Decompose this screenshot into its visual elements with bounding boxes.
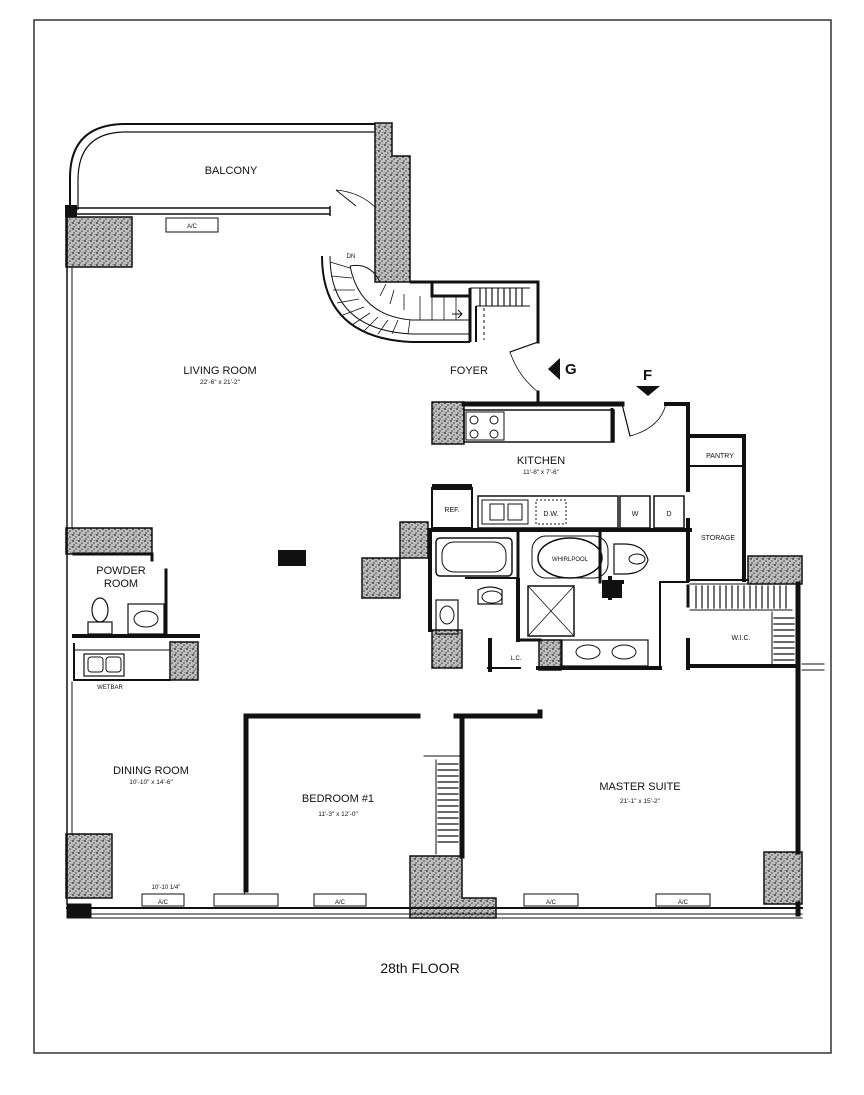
ac-label-master-1: A/C (546, 900, 557, 906)
balcony-area (65, 123, 377, 217)
floor-title: 28th FLOOR (380, 960, 459, 976)
marker-f-label: F (643, 367, 652, 384)
bath-fixtures (435, 535, 649, 667)
bedroom-1-dim: 11'-3" x 12'-0" (318, 811, 358, 818)
storage-label: STORAGE (701, 535, 735, 542)
pantry-label: PANTRY (706, 453, 734, 460)
marker-g-label: G (565, 361, 577, 378)
linen-closet-label: L.C. (510, 656, 521, 662)
section-marker-g: G (548, 358, 577, 380)
ac-label-balcony: A/C (187, 224, 198, 230)
balcony-label: BALCONY (205, 165, 258, 177)
stair (321, 255, 530, 343)
stair-down-label: DN (347, 254, 356, 260)
column-block-2 (602, 582, 622, 598)
walls (66, 216, 825, 919)
whirlpool-label: WHIRLPOOL (552, 557, 589, 563)
living-room-dim: 22'-6" x 21'-2" (200, 379, 241, 386)
dining-room-dim: 10'-10" x 14'-6" (129, 779, 173, 786)
master-suite-dim: 21'-1" x 15'-2" (620, 798, 661, 805)
ac-label-dining: A/C (158, 900, 169, 906)
master-suite-label: MASTER SUITE (599, 781, 680, 793)
kitchen-dim: 11'-8" x 7'-6" (523, 469, 560, 476)
kitchen-fixtures (431, 408, 685, 529)
window-dimension-note: 10'-10 1/4" (152, 885, 181, 891)
dining-room-label: DINING ROOM (113, 765, 189, 777)
column-block (278, 550, 306, 566)
section-marker-f: F (636, 367, 660, 396)
dishwasher-label: D.W. (543, 511, 558, 518)
wic-label: W.I.C. (731, 635, 750, 642)
powder-room-label-2: ROOM (104, 578, 138, 590)
structural-columns (65, 122, 803, 919)
living-room-label: LIVING ROOM (183, 365, 256, 377)
refrigerator-label: REF. (444, 507, 459, 514)
ac-label-bedroom: A/C (335, 900, 346, 906)
foyer-label: FOYER (450, 365, 488, 377)
kitchen-label: KITCHEN (517, 455, 565, 467)
bedroom-1-label: BEDROOM #1 (302, 793, 374, 805)
triangle-left-icon (548, 358, 560, 380)
page-frame (33, 19, 832, 1054)
dryer-label: D (666, 511, 671, 518)
powder-fixtures (83, 597, 165, 677)
powder-room-label-1: POWDER (96, 565, 146, 577)
ac-label-master-2: A/C (678, 900, 689, 906)
triangle-down-icon (636, 386, 660, 396)
wetbar-label: WETBAR (97, 685, 123, 691)
washer-label: W (632, 511, 639, 518)
ac-units (141, 217, 711, 907)
